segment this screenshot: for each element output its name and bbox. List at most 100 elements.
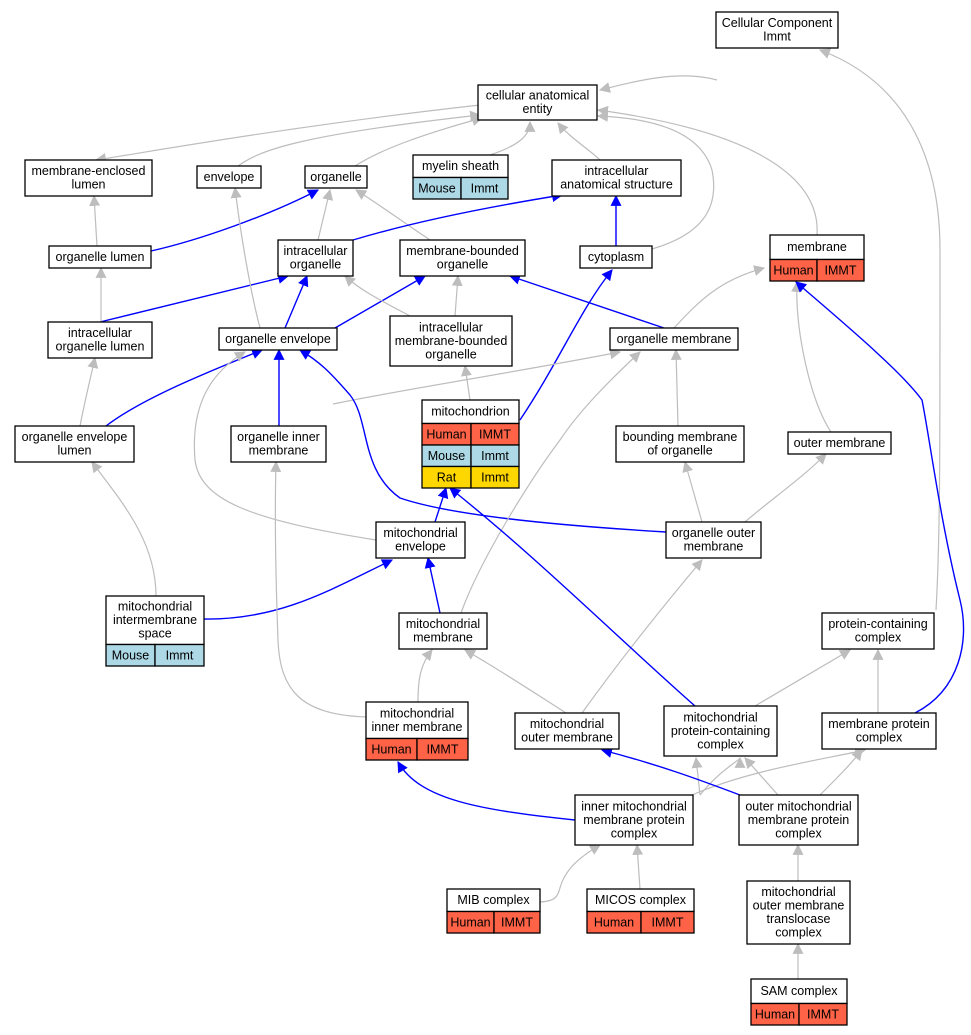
term-label: outer membrane	[521, 731, 613, 745]
is-a-edge	[744, 453, 827, 523]
part-of-edge	[795, 281, 965, 714]
gene-label: Immt	[481, 449, 509, 463]
term-label: complex	[855, 631, 902, 645]
is-a-edge	[682, 460, 703, 523]
term-label: MIB complex	[457, 893, 530, 907]
term-node-cyt[interactable]: cytoplasm	[579, 245, 653, 269]
term-node-oe[interactable]: organelle envelope	[218, 327, 338, 351]
term-node-om[interactable]: organelle membrane	[609, 327, 739, 351]
term-label: complex	[856, 731, 903, 745]
term-label: membrane protein	[748, 813, 849, 827]
is-a-edge	[670, 348, 682, 427]
term-label: translocase	[767, 912, 831, 926]
is-a-edge	[417, 649, 433, 703]
part-of-edge	[600, 747, 741, 796]
term-node-outm[interactable]: outer membrane	[787, 431, 892, 455]
term-label: organelle lumen	[56, 340, 145, 354]
is-a-edge	[355, 189, 431, 241]
term-label: organelle	[290, 258, 341, 272]
term-label: inner mitochondrial	[581, 799, 687, 813]
is-a-edge	[539, 844, 601, 903]
term-label: membrane-enclosed	[32, 164, 146, 178]
term-label: MICOS complex	[595, 893, 687, 907]
term-label: outer mitochondrial	[745, 799, 851, 813]
is-a-edge	[344, 275, 411, 317]
term-label: membrane protein	[583, 813, 684, 827]
term-label: organelle envelope	[22, 430, 128, 444]
term-label: mitochondrial	[380, 706, 454, 720]
part-of-edge	[424, 556, 441, 614]
term-label: Immt	[763, 30, 791, 44]
term-node-org[interactable]: organelle	[304, 165, 368, 189]
species-label: Human	[450, 916, 490, 930]
term-label: membrane	[684, 540, 744, 554]
term-label: envelope	[204, 170, 255, 184]
term-node-env[interactable]: envelope	[196, 165, 262, 189]
is-a-edge	[818, 48, 941, 611]
is-a-edge	[464, 649, 567, 714]
gene-cell	[798, 1002, 848, 1026]
term-label: lumen	[57, 444, 91, 458]
is-a-edge	[691, 756, 703, 796]
term-label: organelle membrane	[617, 332, 732, 346]
term-label: complex	[775, 926, 822, 940]
part-of-edge	[105, 348, 264, 427]
is-a-edge	[94, 104, 481, 164]
term-label: membrane	[787, 240, 847, 254]
gene-cell	[460, 176, 509, 200]
species-label: Mouse	[428, 449, 466, 463]
part-of-edge	[434, 486, 449, 523]
term-label: mitochondrial	[118, 600, 192, 614]
part-of-edge	[397, 761, 576, 821]
gene-cell	[816, 258, 865, 282]
gene-label: Immt	[481, 471, 509, 485]
term-label: of organelle	[647, 444, 712, 458]
term-label: mitochondrial	[530, 717, 604, 731]
term-node-orl[interactable]: organelle lumen	[48, 245, 152, 269]
is-a-edge	[354, 115, 484, 167]
part-of-edge	[334, 275, 426, 329]
species-label: Mouse	[112, 649, 150, 663]
term-label: complex	[775, 826, 822, 840]
term-label: SAM complex	[760, 984, 838, 998]
gene-cell	[470, 465, 520, 489]
gene-label: IMMT	[825, 264, 857, 278]
gene-label: IMMT	[807, 1008, 839, 1022]
term-label: complex	[697, 737, 744, 751]
term-label: intermembrane	[113, 613, 197, 627]
part-of-edge	[203, 559, 393, 620]
is-a-edge	[332, 348, 622, 405]
is-a-edge	[451, 274, 463, 317]
